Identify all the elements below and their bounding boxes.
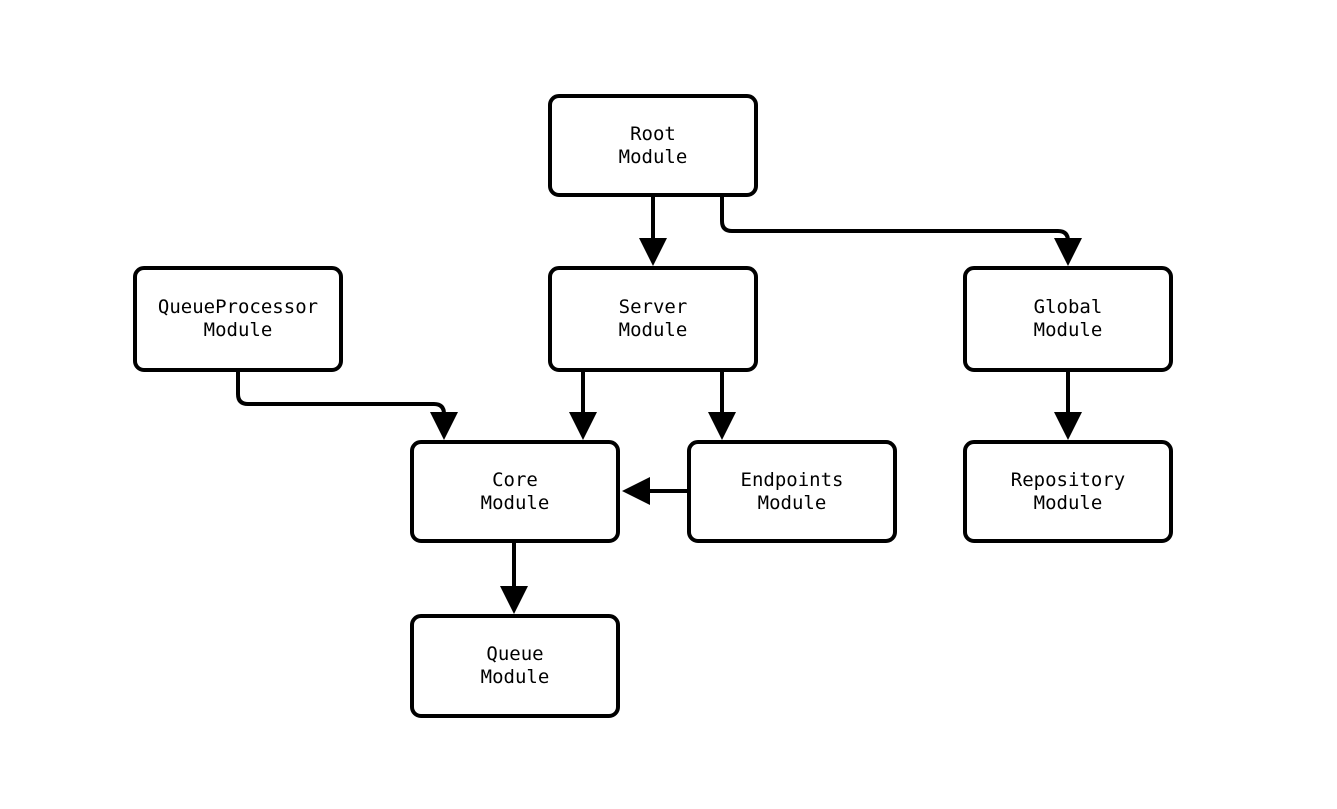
node-repository-module-label-line2: Module — [1033, 491, 1103, 514]
node-server-module-label-line2: Module — [618, 319, 688, 341]
node-root-module-label-line1: Root — [630, 122, 676, 145]
node-repository-module-label-line1: Repository — [1010, 468, 1126, 491]
node-server-module-label-line1: Server — [618, 296, 688, 318]
node-core-module[interactable]: Core Module — [410, 440, 620, 543]
edge-root-global — [720, 197, 1082, 266]
node-global-module-label-line2: Module — [1033, 319, 1103, 341]
node-core-module-label-line1: Core — [492, 468, 538, 491]
node-queueprocessor-module-label-line2: Module — [203, 319, 273, 341]
node-global-module[interactable]: Global Module — [963, 266, 1173, 372]
edge-server-core — [569, 372, 597, 440]
node-core-module-label-line2: Module — [480, 491, 550, 514]
node-server-module[interactable]: Server Module — [548, 266, 758, 372]
node-queue-module-label-line2: Module — [480, 666, 550, 688]
node-endpoints-module-label-line1: Endpoints — [740, 468, 844, 491]
node-queue-module-label-line1: Queue — [486, 643, 544, 665]
edge-server-endpoints — [708, 372, 736, 440]
edge-endpoints-core — [622, 477, 687, 505]
node-queue-module[interactable]: Queue Module — [410, 614, 620, 718]
node-repository-module[interactable]: Repository Module — [963, 440, 1173, 543]
node-root-module[interactable]: Root Module — [548, 94, 758, 197]
node-endpoints-module-label-line2: Module — [757, 491, 827, 514]
edge-core-queue — [500, 543, 528, 614]
edge-queueprocessor-core — [236, 372, 458, 440]
node-endpoints-module[interactable]: Endpoints Module — [687, 440, 897, 543]
edge-root-server — [639, 197, 667, 266]
node-root-module-label-line2: Module — [618, 145, 688, 168]
node-queueprocessor-module[interactable]: QueueProcessor Module — [133, 266, 343, 372]
node-global-module-label-line1: Global — [1033, 296, 1103, 318]
edge-global-repository — [1054, 372, 1082, 440]
node-queueprocessor-module-label-line1: QueueProcessor — [157, 296, 319, 318]
